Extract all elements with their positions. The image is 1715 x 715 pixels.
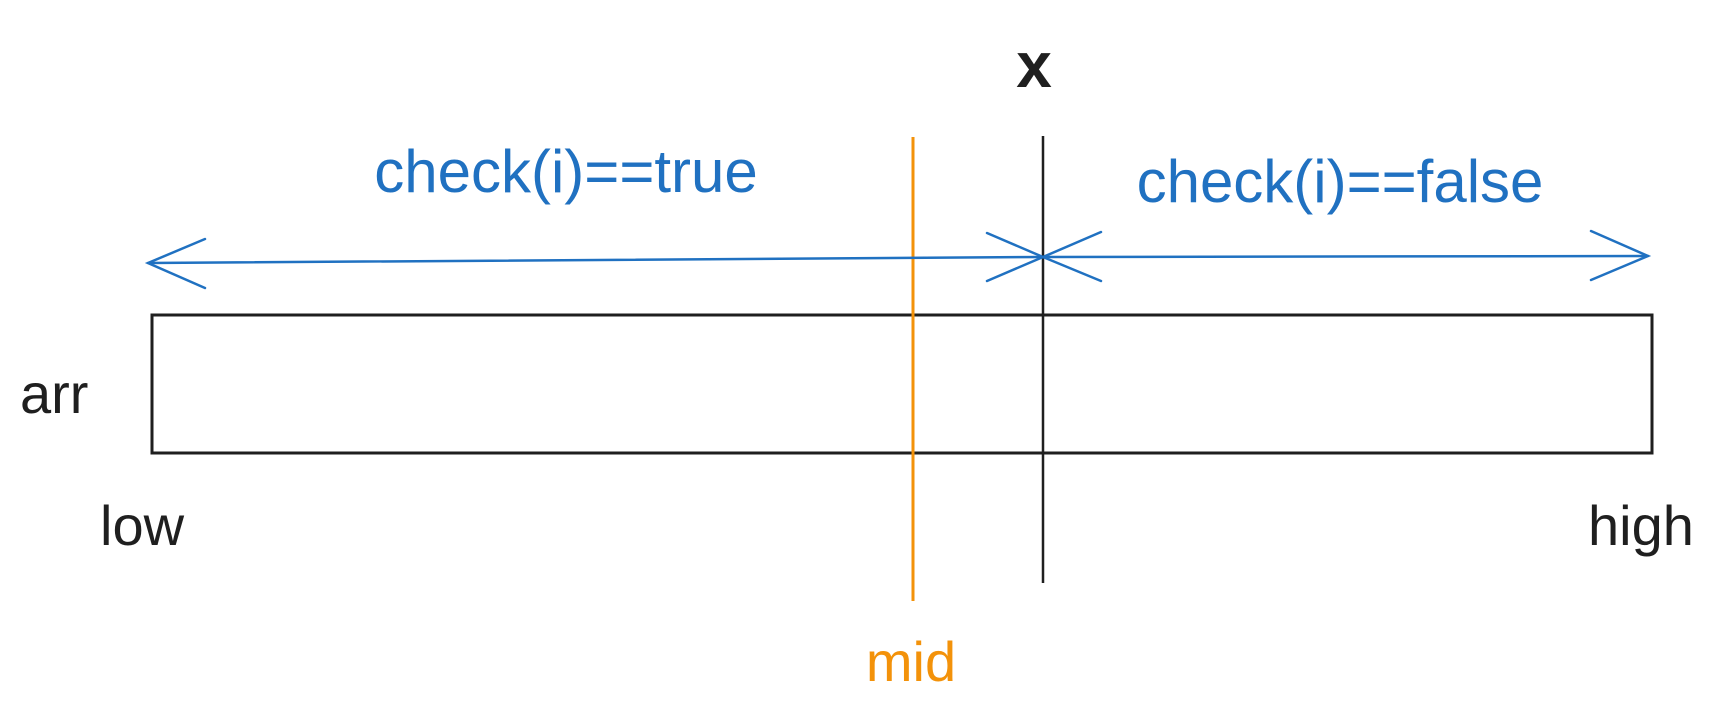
right-range-arrow (1039, 229, 1652, 283)
high-label: high (1588, 494, 1694, 557)
left-range-arrow-head-left (144, 237, 207, 290)
mid-label: mid (865, 630, 957, 693)
left-condition-label: check(i)==true (374, 138, 758, 205)
right-condition-label: check(i)==false (1136, 148, 1544, 215)
array-label: arr (20, 362, 89, 425)
x-label: x (1016, 29, 1052, 101)
left-range-arrow (144, 231, 1047, 290)
left-range-arrow-shaft (146, 255, 1045, 265)
right-range-arrow-shaft (1041, 254, 1650, 259)
right-range-arrow-head-left (1039, 230, 1103, 283)
low-label: low (100, 494, 185, 557)
array-box (150, 313, 1654, 455)
right-range-arrow-head-right (1589, 229, 1652, 282)
